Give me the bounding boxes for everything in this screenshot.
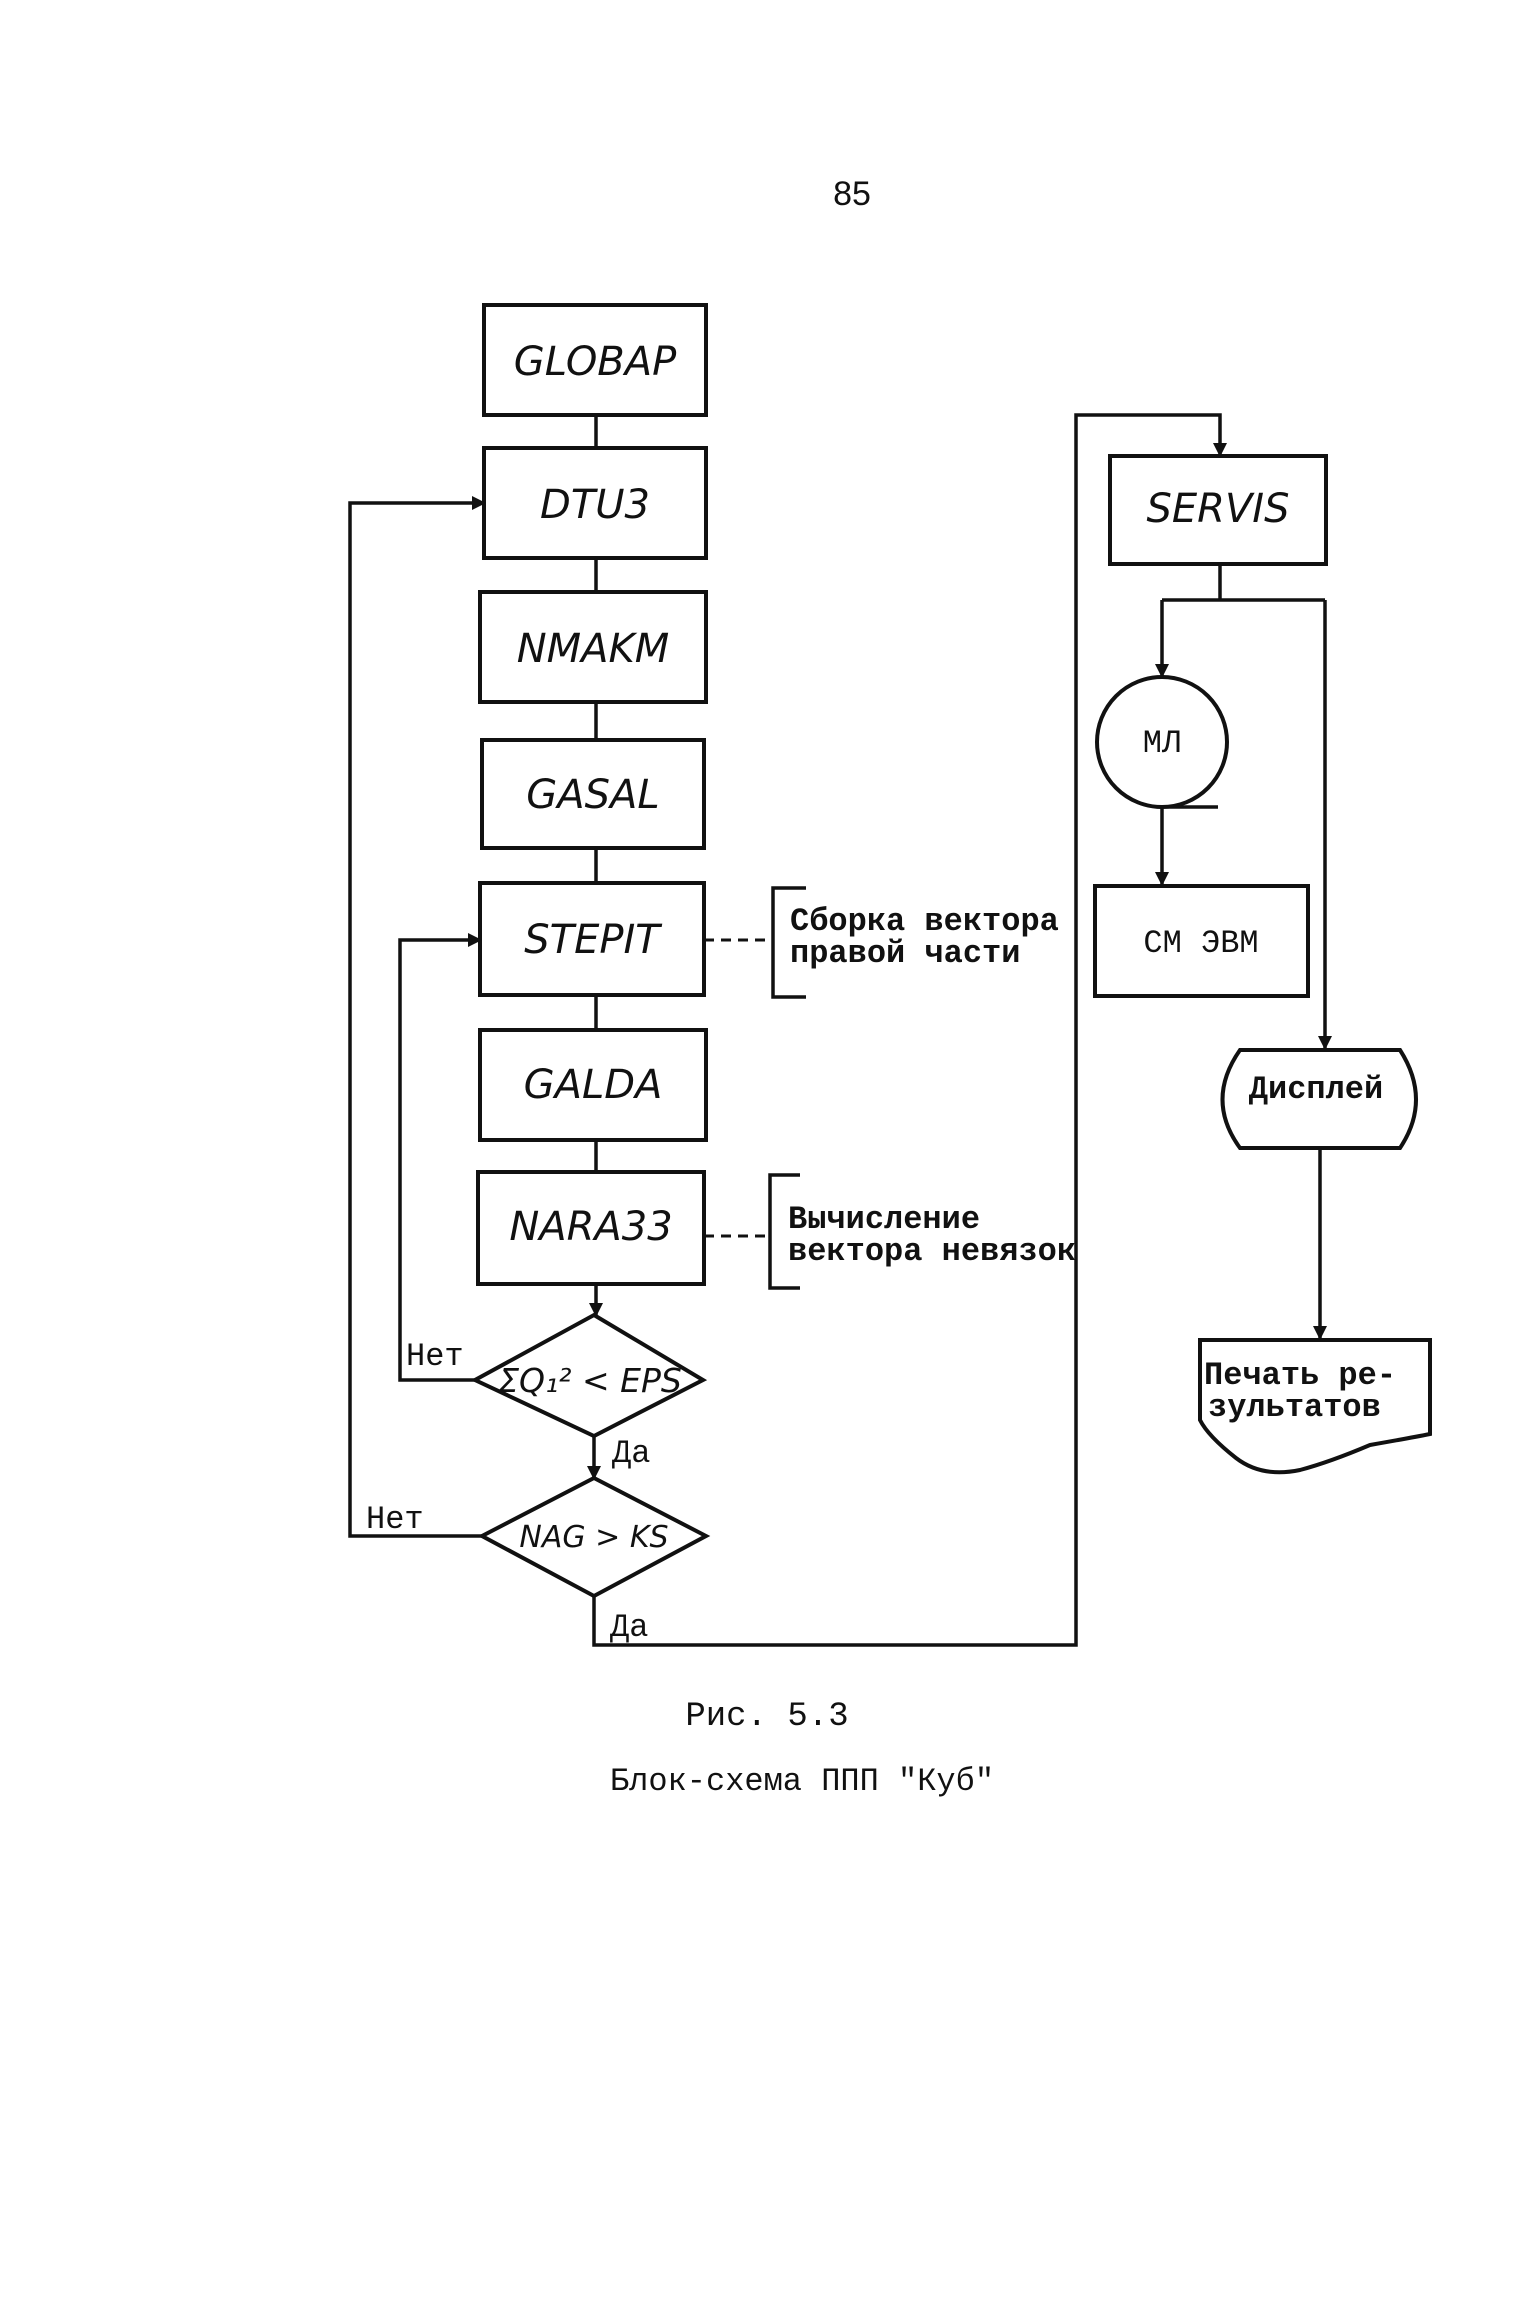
block-dtu3-label: DTU3 bbox=[540, 482, 650, 528]
branch-label-yes-2: Да bbox=[610, 1609, 648, 1646]
block-nara33-label: NARA33 bbox=[509, 1204, 672, 1250]
annotation-stepit-line2: правой части bbox=[790, 935, 1020, 972]
decision-sum-q: ΣQ₁² < EPS bbox=[470, 1312, 708, 1439]
block-gasal-label: GASAL bbox=[526, 772, 659, 818]
branch-label-yes-1: Да bbox=[612, 1435, 650, 1472]
block-globap-label: GLOBAP bbox=[514, 339, 677, 385]
branch-label-no-2: Нет bbox=[366, 1501, 424, 1538]
block-nmakm: NMAKM bbox=[478, 590, 708, 704]
decision-sum-q-label: ΣQ₁² < EPS bbox=[498, 1361, 682, 1400]
block-stepit: STEPIT bbox=[478, 881, 706, 997]
decision-nag-ks-label: NAG > KS bbox=[519, 1520, 668, 1555]
figure-title: Блок-схема ППП "Куб" bbox=[610, 1763, 994, 1800]
block-gasal: GASAL bbox=[480, 738, 706, 850]
decision-nag-ks: NAG > KS bbox=[477, 1475, 711, 1599]
figure-caption: Рис. 5.3 bbox=[685, 1698, 848, 1736]
device-display: Дисплей bbox=[1220, 1048, 1418, 1150]
block-servis: SERVIS bbox=[1108, 454, 1328, 566]
block-stepit-label: STEPIT bbox=[524, 917, 663, 963]
device-sm-evm-label: СМ ЭВМ bbox=[1143, 925, 1258, 962]
document-printout: Печать ре- зультатов bbox=[1198, 1338, 1432, 1475]
block-galda-label: GALDA bbox=[524, 1062, 663, 1108]
block-nara33: NARA33 bbox=[476, 1170, 706, 1286]
document-printout-line2: зультатов bbox=[1208, 1389, 1381, 1426]
annotation-nara33: Вычисление вектора невязок bbox=[704, 1173, 1076, 1290]
annotation-stepit: Сборка вектора правой части bbox=[704, 886, 1059, 999]
block-dtu3: DTU3 bbox=[482, 446, 708, 560]
document-printout-line1: Печать ре- bbox=[1204, 1357, 1396, 1394]
annotation-nara33-line2: вектора невязок bbox=[788, 1233, 1076, 1270]
annotation-stepit-line1: Сборка вектора bbox=[790, 903, 1059, 940]
device-display-label: Дисплей bbox=[1249, 1071, 1383, 1108]
block-nmakm-label: NMAKM bbox=[517, 626, 670, 672]
block-globap: GLOBAP bbox=[482, 303, 708, 417]
device-ml-label: МЛ bbox=[1143, 725, 1181, 762]
page-number: 85 bbox=[833, 175, 871, 213]
device-sm-evm: СМ ЭВМ bbox=[1093, 884, 1310, 998]
branch-label-no-1: Нет bbox=[406, 1338, 464, 1375]
block-galda: GALDA bbox=[478, 1028, 708, 1142]
block-servis-label: SERVIS bbox=[1146, 486, 1289, 532]
annotation-nara33-line1: Вычисление bbox=[788, 1201, 980, 1238]
device-ml: МЛ bbox=[1095, 675, 1229, 809]
